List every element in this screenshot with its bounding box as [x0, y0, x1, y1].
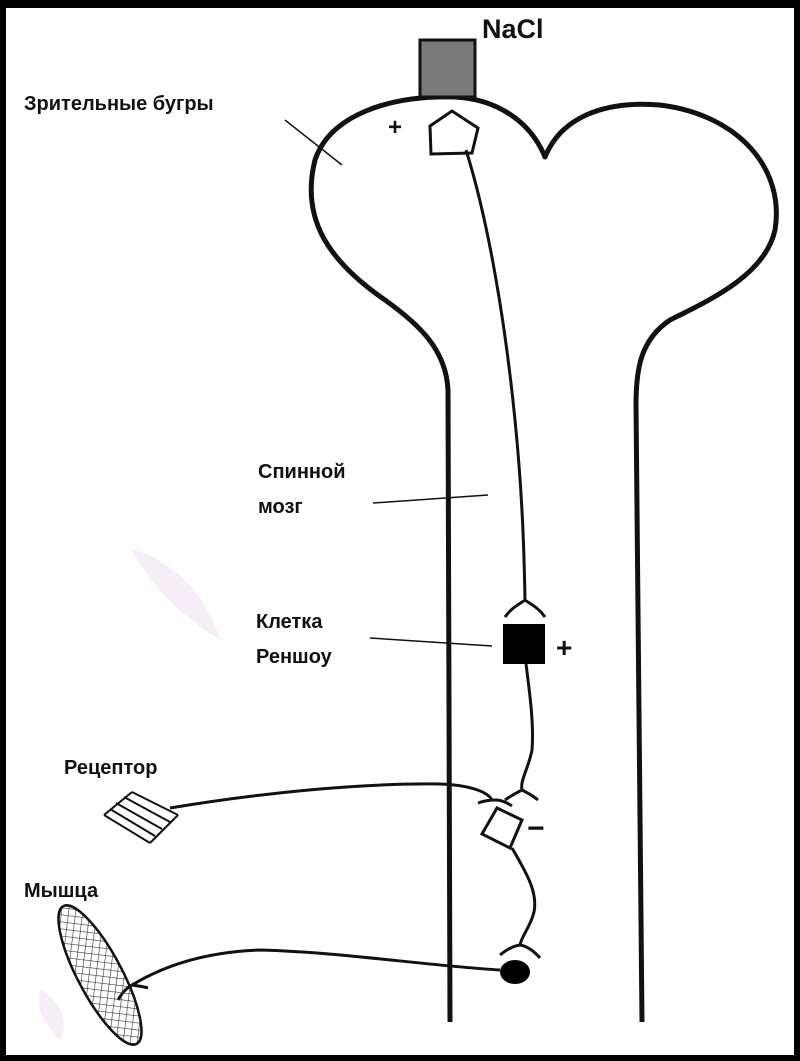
renshaw-cell: [503, 624, 545, 664]
nacl-label: NaCl: [482, 14, 544, 44]
renshaw-label-line1: Клетка: [256, 611, 323, 633]
receptor-label: Рецептор: [64, 757, 157, 779]
spinal-cord-label-line2: мозг: [258, 496, 303, 518]
motor-neuron: [500, 960, 530, 984]
renshaw-label-line2: Реншоу: [256, 646, 333, 668]
spinal-cord-label-line1: Спинной: [258, 461, 346, 483]
inhibitory-minus-sign: −: [527, 812, 545, 845]
nacl-box: [420, 40, 475, 97]
diagram-background: [6, 8, 794, 1055]
renshaw-plus-sign: +: [556, 632, 572, 663]
thalamus-label: Зрительные бугры: [24, 93, 214, 115]
thalamus-plus-sign: +: [388, 114, 402, 141]
muscle-label: Мышца: [24, 880, 99, 902]
